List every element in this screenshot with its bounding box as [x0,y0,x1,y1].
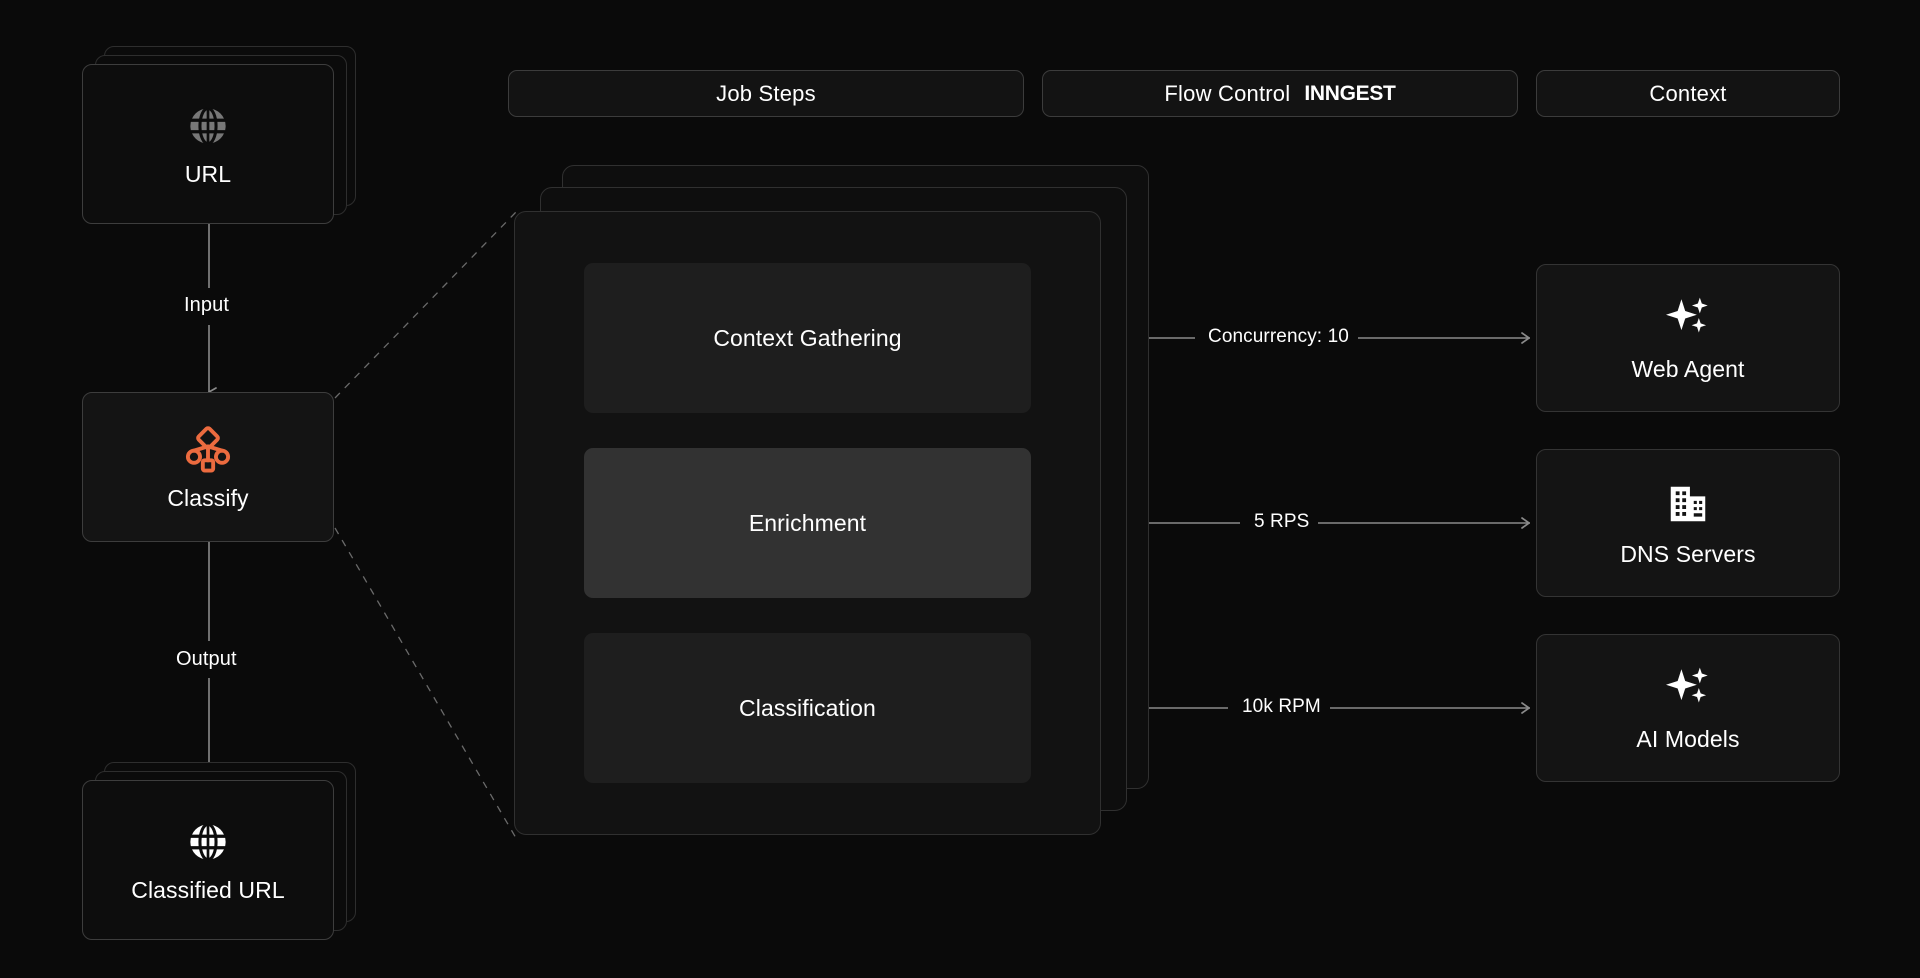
tab-job-steps-label: Job Steps [716,80,816,106]
resource-web-agent[interactable]: Web Agent [1536,264,1840,412]
resource-web-agent-label: Web Agent [1631,355,1745,382]
step-context-gathering-label: Context Gathering [713,324,902,351]
tab-context-label: Context [1649,80,1727,106]
flow-label-concurrency: Concurrency: 10 [1199,325,1358,350]
node-classify-label: Classify [167,484,249,511]
step-enrichment-label: Enrichment [748,509,867,536]
globe-icon [185,103,231,149]
node-classified-url[interactable]: Classified URL [82,780,334,940]
tab-job-steps[interactable]: Job Steps [508,70,1024,117]
step-classification[interactable]: Classification [584,633,1031,783]
building-icon [1665,481,1711,527]
node-classify[interactable]: Classify [82,392,334,542]
tab-context[interactable]: Context [1536,70,1840,117]
resource-ai-models-label: AI Models [1636,725,1740,752]
node-classified-url-label: Classified URL [131,876,285,903]
flow-label-rpm: 10k RPM [1233,695,1330,720]
expansion-guides [334,211,517,839]
tab-flow-control[interactable]: Flow Control INNGEST [1042,70,1518,117]
step-classification-label: Classification [739,694,876,721]
node-url-label: URL [184,160,232,187]
inngest-logo-text: INNGEST [1304,81,1396,105]
flow-label-rps: 5 RPS [1245,510,1319,535]
step-enrichment[interactable]: Enrichment [584,448,1031,598]
edge-label-output: Output [166,648,247,670]
sparkles-icon [1663,296,1713,342]
tab-flow-control-label: Flow Control [1164,80,1291,106]
resource-dns-servers[interactable]: DNS Servers [1536,449,1840,597]
edge-label-input: Input [174,294,239,316]
globe-icon [185,819,231,865]
step-context-gathering[interactable]: Context Gathering [584,263,1031,413]
workflow-icon [184,425,232,473]
resource-ai-models[interactable]: AI Models [1536,634,1840,782]
node-url[interactable]: URL [82,64,334,224]
sparkles-icon [1663,666,1713,712]
resource-dns-servers-label: DNS Servers [1620,540,1756,567]
